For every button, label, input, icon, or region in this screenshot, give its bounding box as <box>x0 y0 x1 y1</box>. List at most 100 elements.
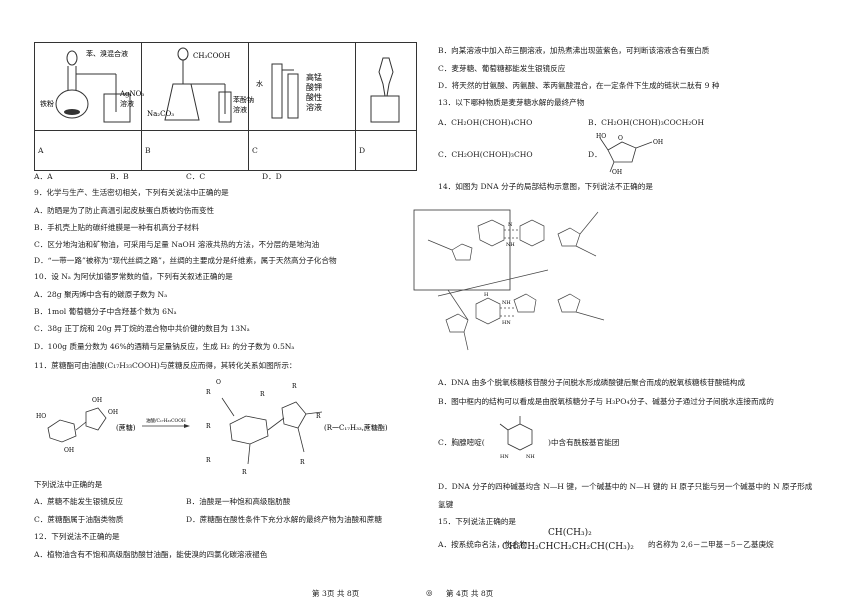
q12-stem: 12．下列说法不正确的是 <box>34 532 120 541</box>
dna-hn-1: HN <box>502 320 511 326</box>
ester-o-1: O <box>216 379 221 386</box>
apparatus-cell-a: 苯、溴混合液 铁粉 AgNO₃ 溶液 <box>34 42 144 131</box>
deoxyribose-structure: O OH HO OH <box>596 133 663 176</box>
q14-option-c-pre: C．胸腺嘧啶( <box>438 438 485 447</box>
ring-oh-1: OH <box>653 139 663 146</box>
sucrose-oh-1: OH <box>64 447 74 454</box>
q8-option-a: A．A <box>34 172 53 181</box>
q12-option-d: D．将天然的甘氨酸、丙氨酸、苯丙氨酸混合，在一定条件下生成的链状二肽有 9 种 <box>438 81 720 90</box>
label-b3: 苯酚钠 <box>233 95 254 104</box>
sucrose-label: (蔗糖) <box>116 423 136 432</box>
q10-option-b: B．1mol 葡萄糖分子中含羟基个数为 6Nₐ <box>34 307 177 316</box>
page-number-right: 第 4页 共 8页 <box>446 589 494 598</box>
q15-option-a-post: 的名称为 2,6－二甲基－5－乙基庚烷 <box>648 540 774 549</box>
ring-oh-2: OH <box>612 169 622 176</box>
label-c2: 高锰 <box>306 72 322 82</box>
page-number-left: 第 3页 共 8页 <box>312 589 360 598</box>
ester-r-8: R <box>300 459 305 466</box>
q13-option-b: B．CH₂OH(CHOH)₃COCH₂OH <box>588 118 705 127</box>
q14-option-d-cont: 氢键 <box>438 500 454 509</box>
reaction-reagent: 油酸/C₁₇H₃₃COOH <box>146 417 186 424</box>
table-cell-d: D <box>355 130 417 171</box>
ester-r-1: R <box>206 389 211 396</box>
ester-r-7: R <box>242 469 247 476</box>
dna-h-1: H <box>484 292 489 298</box>
sucrose-reaction-diagram: HO OH OH OH (蔗糖) 油酸/C₁₇H₃₃COOH R O R R R… <box>36 379 388 476</box>
q8-option-d: D．D <box>262 172 282 181</box>
sucrose-ho-1: HO <box>36 413 46 420</box>
ester-r-2: R <box>260 391 265 398</box>
q12-option-c: C．麦芽糖、葡萄糖都能发生银镜反应 <box>438 64 566 73</box>
q14-option-a: A．DNA 由多个脱氧核糖核苷酸分子间脱水形成磷酸键后聚合而成的脱氧核糖核苷酸链… <box>438 378 746 387</box>
q14-stem: 14．如图为 DNA 分子的局部结构示意图，下列说法不正确的是 <box>438 182 653 191</box>
ring-ho: HO <box>596 133 606 140</box>
label-c4: 酸性 <box>306 92 322 102</box>
thymine-hn: HN <box>500 454 509 460</box>
q11-option-b: B．油酸是一种饱和高级脂肪酸 <box>186 497 291 506</box>
label-a3: AgNO₃ <box>119 90 144 98</box>
ring-o: O <box>618 135 623 142</box>
q9-stem: 9．化学与生产、生活密切相关，下列有关说法中正确的是 <box>34 188 229 197</box>
q13-option-a: A．CH₂OH(CHOH)₄CHO <box>438 118 533 127</box>
label-a2: 铁粉 <box>40 99 54 108</box>
label-b1: CH₃COOH <box>193 52 230 60</box>
dna-structure-diagram: N NH NH HN H <box>413 209 605 351</box>
dna-nh-1: NH <box>506 242 515 248</box>
q10-option-a: A．28g 聚丙烯中含有的碳原子数为 Nₐ <box>34 290 168 299</box>
thymine-nh: NH <box>526 454 535 460</box>
label-b4: 溶液 <box>233 105 247 114</box>
q11-option-c: C．蔗糖酯属于油脂类物质 <box>34 515 124 524</box>
q11-stem: 11．蔗糖酯可由油酸(C₁₇H₃₃COOH)与蔗糖反应而得，其转化关系如图所示： <box>34 361 297 370</box>
q8-option-b: B．B <box>110 172 129 181</box>
q14-option-d: D．DNA 分子的四种碱基均含 N—H 键，一个碱基中的 N—H 键的 H 原子… <box>438 482 813 491</box>
q15-stem: 15．下列说法正确的是 <box>438 517 517 526</box>
q9-option-d: D．“一带一路”被称为“现代丝绸之路”，丝绸的主要成分是纤维素，属于天然高分子化… <box>34 256 337 265</box>
apparatus-cell-c: 水 高锰 酸钾 酸性 溶液 <box>248 42 356 131</box>
q10-option-d: D．100g 质量分数为 46%的酒精与足量钠反应，生成 H₂ 的分子数为 0.… <box>34 342 295 351</box>
page-separator: ◎ <box>426 588 433 597</box>
label-c3: 酸钾 <box>306 82 322 92</box>
table-cell-c: C <box>248 130 356 171</box>
apparatus-d-diagram <box>370 57 400 123</box>
label-c5: 溶液 <box>306 102 322 112</box>
q14-option-c-post: )中含有酰胺基官能团 <box>548 438 620 447</box>
q9-option-b: B．手机壳上贴的碳纤维膜是一种有机高分子材料 <box>34 223 200 232</box>
q12-option-b: B．向某溶液中加入茚三酮溶液，加热煮沸出现蓝紫色，可判断该溶液含有蛋白质 <box>438 46 710 55</box>
q8-option-c: C．C <box>186 172 206 181</box>
table-cell-a: A <box>34 130 142 171</box>
apparatus-c-diagram: 水 高锰 酸钾 酸性 溶液 <box>256 63 322 119</box>
q14-option-b: B．图中框内的结构可以看成是由脱氧核糖分子与 H₃PO₄分子、碱基分子通过分子间… <box>438 397 774 406</box>
label-c1: 水 <box>256 79 263 88</box>
apparatus-cell-b: CH₃COOH Na₂CO₃ 苯酚钠 溶液 <box>141 42 254 131</box>
q12-option-a: A．植物油含有不饱和高级脂肪酸甘油酯，能使溴的四氯化碳溶液褪色 <box>34 550 268 559</box>
q13-option-c: C．CH₂OH(CHOH)₃CHO <box>438 150 533 159</box>
ester-r-4: R <box>316 413 321 420</box>
q15-option-a-pre: A．按系统命名法，化合物 <box>438 540 528 549</box>
sucrose-oh-2: OH <box>92 397 102 404</box>
sucrose-oh-3: OH <box>108 409 118 416</box>
label-a4: 溶液 <box>120 99 134 108</box>
dna-n-1: N <box>508 222 513 228</box>
q9-option-c: C．区分地沟油和矿物油，可采用与足量 NaOH 溶液共热的方法，不分层的是地沟油 <box>34 240 320 249</box>
apparatus-table: 苯、溴混合液 铁粉 AgNO₃ 溶液 CH₃COOH Na₂CO₃ 苯酚钠 溶液 <box>34 42 417 171</box>
apparatus-cell-d <box>355 42 417 131</box>
q11-option-a: A．蔗糖不能发生银镜反应 <box>34 497 124 506</box>
q10-option-c: C．38g 正丁烷和 20g 异丁烷的混合物中共价键的数目为 13Nₐ <box>34 324 250 333</box>
dna-nh-2: NH <box>502 300 511 306</box>
q11-following: 下列说法中正确的是 <box>34 480 103 489</box>
q9-option-a: A．防晒是为了防止高温引起皮肤蛋白质被灼伤而变性 <box>34 206 215 215</box>
table-cell-b: B <box>141 130 249 171</box>
apparatus-b-diagram: CH₃COOH Na₂CO₃ 苯酚钠 溶液 <box>147 47 254 123</box>
ester-r-3: R <box>292 383 297 390</box>
label-a1: 苯、溴混合液 <box>86 49 128 58</box>
q13-stem: 13．以下哪种物质是麦芽糖水解的最终产物 <box>438 98 585 107</box>
apparatus-a-diagram: 苯、溴混合液 铁粉 AgNO₃ 溶液 <box>40 49 144 123</box>
ester-r-5: R <box>206 423 211 430</box>
thymine-structure: NH HN <box>499 416 535 460</box>
ester-r-6: R <box>206 457 211 464</box>
q10-stem: 10．设 Nₐ 为阿伏加德罗常数的值，下列有关叙述正确的是 <box>34 272 233 281</box>
q11-option-d: D．蔗糖酯在酸性条件下充分水解的最终产物为油酸和蔗糖 <box>186 515 382 524</box>
q15-main-chain: CH₃CH₂CHCH₂CH₂CH(CH₃)₂ <box>502 542 634 552</box>
label-b2: Na₂CO₃ <box>147 110 174 118</box>
q13-option-d: D． <box>588 150 602 159</box>
